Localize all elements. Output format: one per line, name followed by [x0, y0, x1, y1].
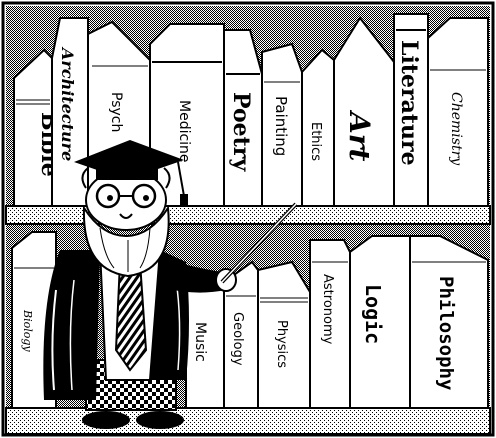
- book-label-geology: Geology: [230, 312, 245, 366]
- beard: [82, 204, 170, 278]
- book-label-architecture: Architecture: [58, 46, 77, 161]
- book-medicine: Medicine: [149, 23, 225, 207]
- mortarboard-tassel: [177, 161, 185, 197]
- book-label-astronomy: Astronomy: [320, 274, 335, 345]
- book-label-painting: Painting: [272, 96, 290, 156]
- book-ethics: Ethics: [301, 48, 335, 207]
- book-astronomy: Astronomy: [309, 239, 351, 409]
- book-label-music: Music: [192, 322, 208, 362]
- book-label-psych: Psych: [108, 92, 124, 132]
- book-literature: Literature: [393, 13, 429, 207]
- left-shoe: [82, 411, 130, 429]
- book-painting: Painting: [261, 42, 303, 207]
- book-label-ethics: Ethics: [308, 122, 323, 161]
- top-shelf-board: [5, 205, 491, 225]
- right-shoe: [136, 411, 184, 429]
- book-chemistry: Chemistry: [427, 17, 489, 207]
- book-label-medicine: Medicine: [176, 100, 192, 163]
- book-label-chemistry: Chemistry: [448, 92, 464, 166]
- book-poetry: Poetry: [223, 29, 263, 207]
- book-label-biology: Biology: [21, 309, 34, 352]
- tie: [114, 261, 148, 372]
- pointing-arm: [160, 258, 226, 293]
- book-label-art: Art: [343, 109, 376, 161]
- book-physics: Physics: [257, 260, 311, 409]
- robe-left: [43, 250, 100, 400]
- book-logic: Logic: [349, 235, 411, 409]
- book-label-literature: Literature: [396, 40, 422, 166]
- book-philosophy: Philosophy: [409, 235, 489, 409]
- book-art: Art: [333, 16, 395, 207]
- book-label-philosophy: Philosophy: [435, 276, 457, 390]
- bottom-shelf-board: [5, 407, 491, 435]
- book-label-logic: Logic: [361, 284, 385, 344]
- book-label-physics: Physics: [274, 320, 289, 368]
- professor-figure: [43, 140, 298, 429]
- mortarboard-cap: [96, 164, 158, 180]
- book-label-poetry: Poetry: [228, 92, 254, 172]
